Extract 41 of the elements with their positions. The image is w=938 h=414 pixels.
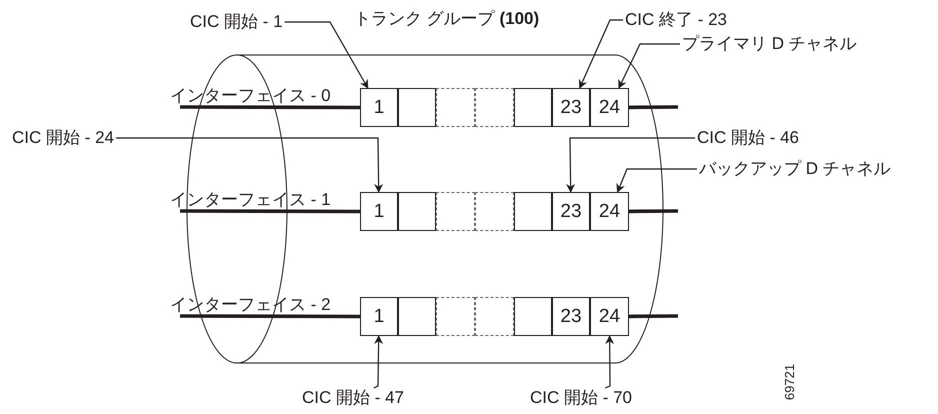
channel-slot: 23 <box>552 88 590 127</box>
leader-arrow <box>374 335 384 389</box>
leader-arrow <box>578 19 623 89</box>
empty-channel-slot <box>398 192 436 231</box>
interface-line <box>628 209 678 214</box>
channel-slot: 1 <box>360 297 398 336</box>
interface-line <box>628 314 678 318</box>
leader-arrow <box>618 43 680 89</box>
channel-slot: 24 <box>590 192 629 231</box>
channel-slot: 23 <box>552 297 590 336</box>
channel-slot: 23 <box>552 192 590 231</box>
callout-label: CIC 開始 - 1 <box>188 12 285 32</box>
callout-label: バックアップ D チャネル <box>697 159 893 179</box>
callout-label: CIC 開始 - 24 <box>10 128 116 148</box>
interface-line <box>628 105 678 110</box>
edge-label: インターフェイス - 1 <box>169 190 332 210</box>
empty-channel-slot <box>514 88 552 127</box>
leader-arrow <box>284 21 368 89</box>
interface-line <box>180 209 360 214</box>
figure-number: 69721 <box>781 362 798 402</box>
empty-channel-slot <box>398 297 436 336</box>
channel-slot: 1 <box>360 88 398 127</box>
empty-channel-slot <box>398 88 436 127</box>
callout-label: CIC 開始 - 47 <box>300 388 406 408</box>
channel-slot: 1 <box>360 192 398 231</box>
leader-arrow <box>604 335 614 389</box>
callout-label: CIC 開始 - 70 <box>528 388 634 408</box>
channel-slot: 24 <box>590 88 629 127</box>
interface-line <box>180 314 360 318</box>
leader-arrow <box>116 137 384 193</box>
edge-label: インターフェイス - 0 <box>169 86 332 106</box>
empty-channel-slot <box>514 297 552 336</box>
group-title: トランク グループ (100) <box>353 9 540 29</box>
leader-arrow <box>616 168 697 193</box>
callout-label: CIC 開始 - 46 <box>695 128 802 148</box>
callout-label: プライマリ D チャネル <box>680 34 859 54</box>
channel-slot: 24 <box>590 297 629 336</box>
empty-channel-slot <box>514 192 552 231</box>
interface-line <box>180 105 360 110</box>
callout-label: CIC 終了 - 23 <box>623 10 730 30</box>
leader-arrow <box>566 137 695 193</box>
